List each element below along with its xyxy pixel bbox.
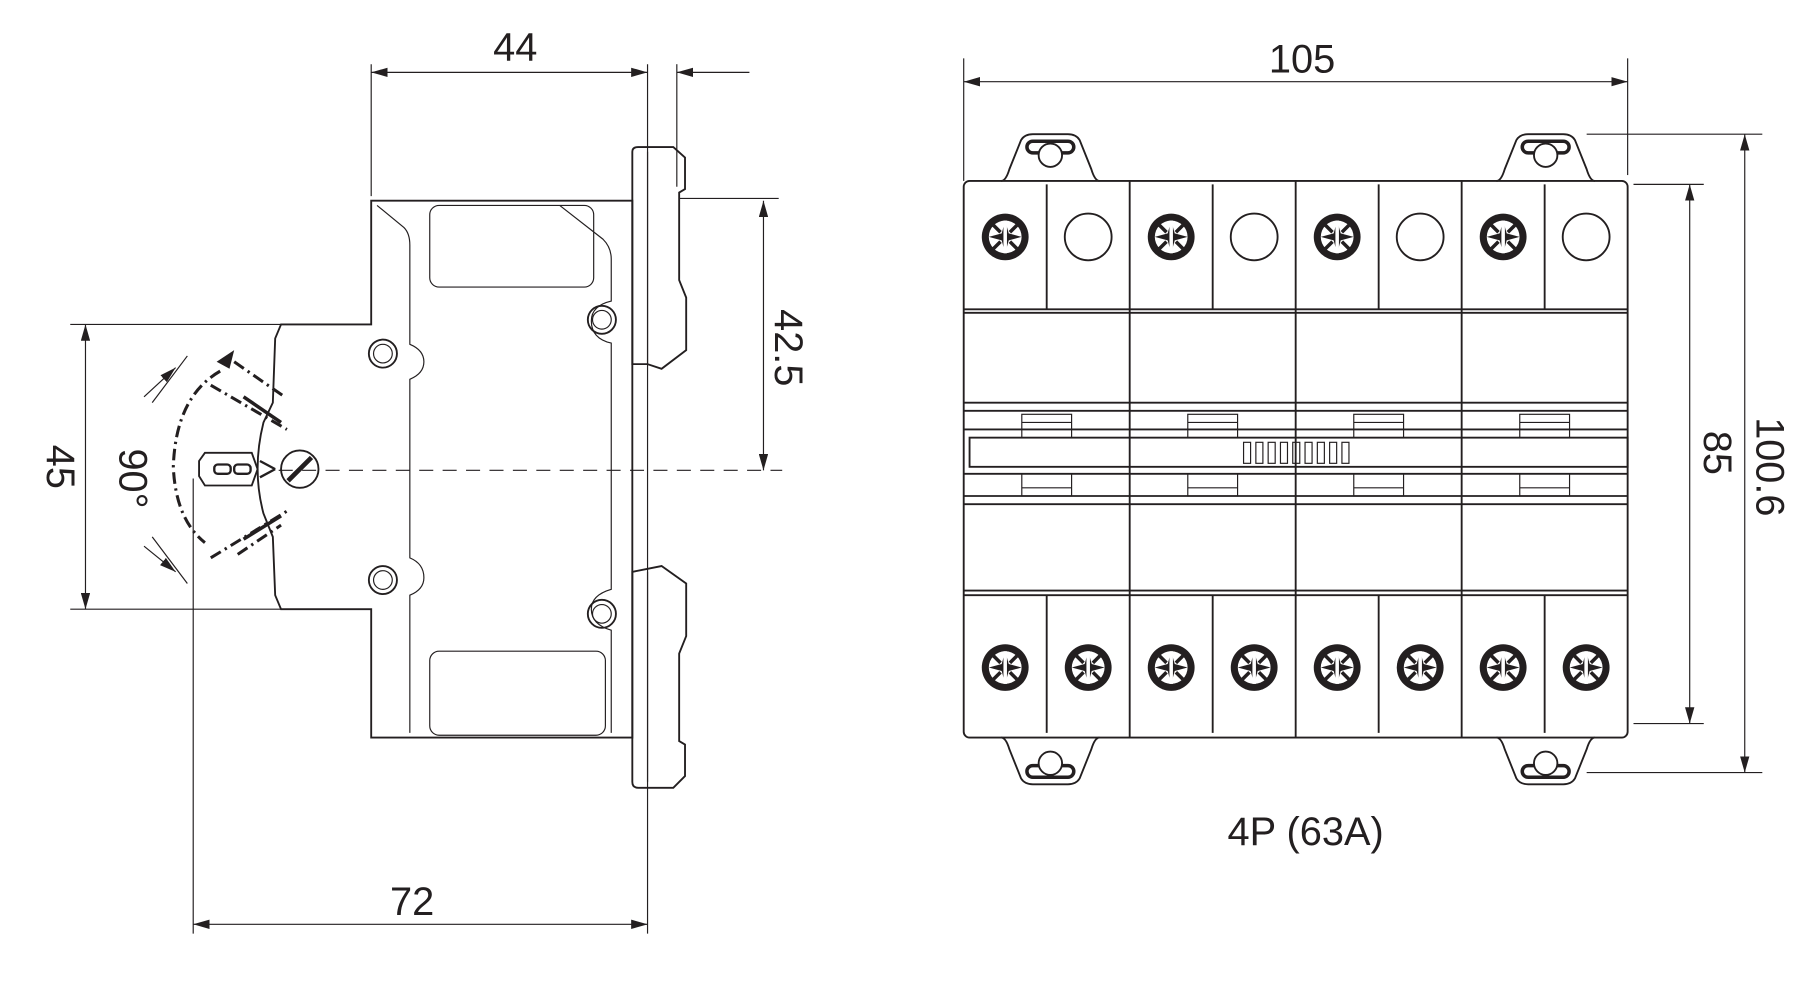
latch-top	[1187, 413, 1239, 439]
terminal-screw-icon	[1560, 642, 1612, 693]
din-clip-bottom	[631, 565, 688, 789]
latch-top	[1021, 413, 1073, 439]
vent-slot	[1316, 441, 1325, 464]
dimension-label-45: 45	[38, 445, 82, 489]
latch-bottom	[1021, 473, 1073, 497]
dimension-85: 85	[1633, 183, 1739, 725]
dimension-42-5: 42.5	[679, 197, 810, 471]
terminal-screw-icon	[1229, 642, 1280, 693]
dimension-label-42-5: 42.5	[766, 309, 810, 386]
side-holes	[367, 304, 617, 629]
vent-slot	[1304, 441, 1313, 464]
din-clip-top	[631, 146, 688, 370]
mounting-tab-top-right	[1494, 132, 1597, 183]
terminal-screw-icon	[1146, 642, 1197, 693]
dimension-label-100-6: 100.6	[1747, 417, 1791, 516]
latch-bottom	[1519, 473, 1571, 497]
vent-slot	[1267, 441, 1276, 464]
mounting-tab-bottom-right	[1494, 735, 1597, 787]
latch-top	[1353, 413, 1405, 439]
dimension-label-85: 85	[1695, 431, 1739, 475]
dimension-100-6: 100.6	[1586, 133, 1792, 774]
terminal-screw-icon	[1311, 642, 1363, 693]
vent-slot	[1279, 441, 1289, 464]
latch-bottom	[1353, 473, 1405, 497]
mounting-tab-top-left	[999, 132, 1102, 183]
side-body-outline	[256, 199, 634, 739]
latch-top	[1519, 413, 1571, 439]
dimension-44: 44	[370, 26, 750, 934]
toggle-handle	[198, 449, 320, 489]
terminal-screw-icon	[1146, 211, 1197, 263]
dimension-72: 72	[192, 478, 648, 934]
terminal-opening	[1229, 212, 1279, 262]
dimension-label-105: 105	[1269, 37, 1335, 81]
dimension-45: 45	[38, 323, 282, 610]
toggle-rotation-indicator	[143, 350, 288, 584]
front-view: 105 85 100.6 4P (63A)	[962, 37, 1792, 854]
vent-slot	[1255, 441, 1264, 464]
terminal-screw-icon	[1311, 211, 1363, 263]
dimension-label-44: 44	[493, 26, 537, 70]
caption-4p-63a: 4P (63A)	[1227, 810, 1383, 854]
terminal-screw-icon	[980, 642, 1031, 693]
angle-label-90: 90°	[110, 448, 154, 508]
side-view: 44 42.5 45 90° 72	[38, 26, 810, 934]
terminal-opening	[1561, 212, 1611, 262]
mounting-tab-bottom-left	[999, 735, 1102, 787]
terminal-opening	[1063, 212, 1113, 262]
vent-slot	[1292, 441, 1301, 464]
terminal-screw-icon	[1394, 642, 1446, 693]
dimension-105: 105	[963, 37, 1629, 181]
latch-bottom	[1187, 473, 1239, 497]
vent-slot	[1329, 441, 1338, 464]
terminal-screw-icon	[1477, 642, 1529, 693]
vent-slot	[1341, 441, 1350, 464]
terminal-screw-icon	[1477, 211, 1529, 263]
terminal-opening	[1395, 212, 1445, 262]
vent-slot	[1242, 441, 1252, 464]
terminal-screw-icon	[1063, 642, 1114, 693]
terminal-screw-icon	[980, 211, 1031, 263]
dimension-label-72: 72	[390, 880, 434, 924]
